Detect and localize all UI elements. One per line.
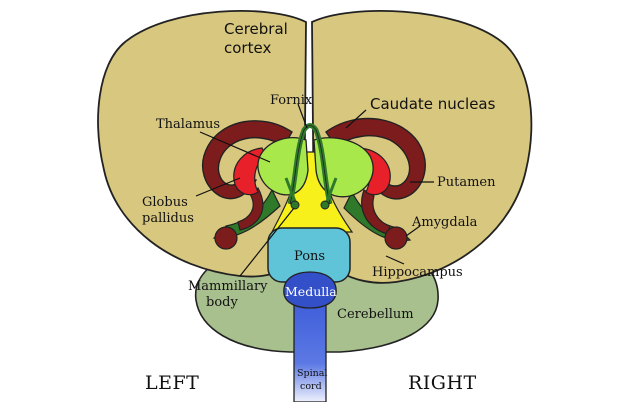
label-hippocampus: Hippocampus [372,265,463,280]
label-left-side: LEFT [145,372,199,394]
hippocampus-leader [385,255,405,265]
label-spinal-cord-2: cord [300,381,322,392]
thalamus-leader [199,131,271,163]
label-cerebellum: Cerebellum [337,307,414,322]
label-medulla: Medulla [285,284,337,299]
fornix-columns [284,177,338,205]
fornix-leader [297,103,308,129]
mammillary-leader [239,207,295,277]
medulla [283,271,337,309]
left-caudate-tail [237,187,264,231]
label-cerebral-cortex-2: cortex [224,39,271,57]
label-pons: Pons [294,249,325,264]
label-right-side: RIGHT [408,372,477,394]
left-caudate-nucleus [202,120,293,200]
label-thalamus: Thalamus [156,117,220,132]
label-cerebral-cortex-1: Cerebral [224,20,288,38]
left-putamen [233,147,267,196]
label-mammillary-body-1: Mammillary [188,279,268,294]
caudate-leader [345,109,367,129]
label-fornix: Fornix [270,93,313,108]
left-amygdala [214,226,238,250]
left-mammillary-body [290,200,300,210]
right-mammillary-body [320,200,330,210]
right-amygdala [384,226,408,250]
label-amygdala: Amygdala [411,215,478,230]
globus-leader [195,177,241,197]
label-putamen: Putamen [437,175,496,190]
label-caudate-nucleus: Caudate nucleas [370,95,496,113]
label-globus-pallidus-2: pallidus [142,211,194,226]
spinal-cord [293,291,327,402]
right-thalamus [313,137,374,198]
label-mammillary-body-2: body [206,295,238,310]
fornix-outline [289,125,331,205]
amygdala-leader [405,225,421,237]
label-globus-pallidus-1: Globus [142,195,188,210]
label-spinal-cord-1: Spinal [297,368,327,379]
